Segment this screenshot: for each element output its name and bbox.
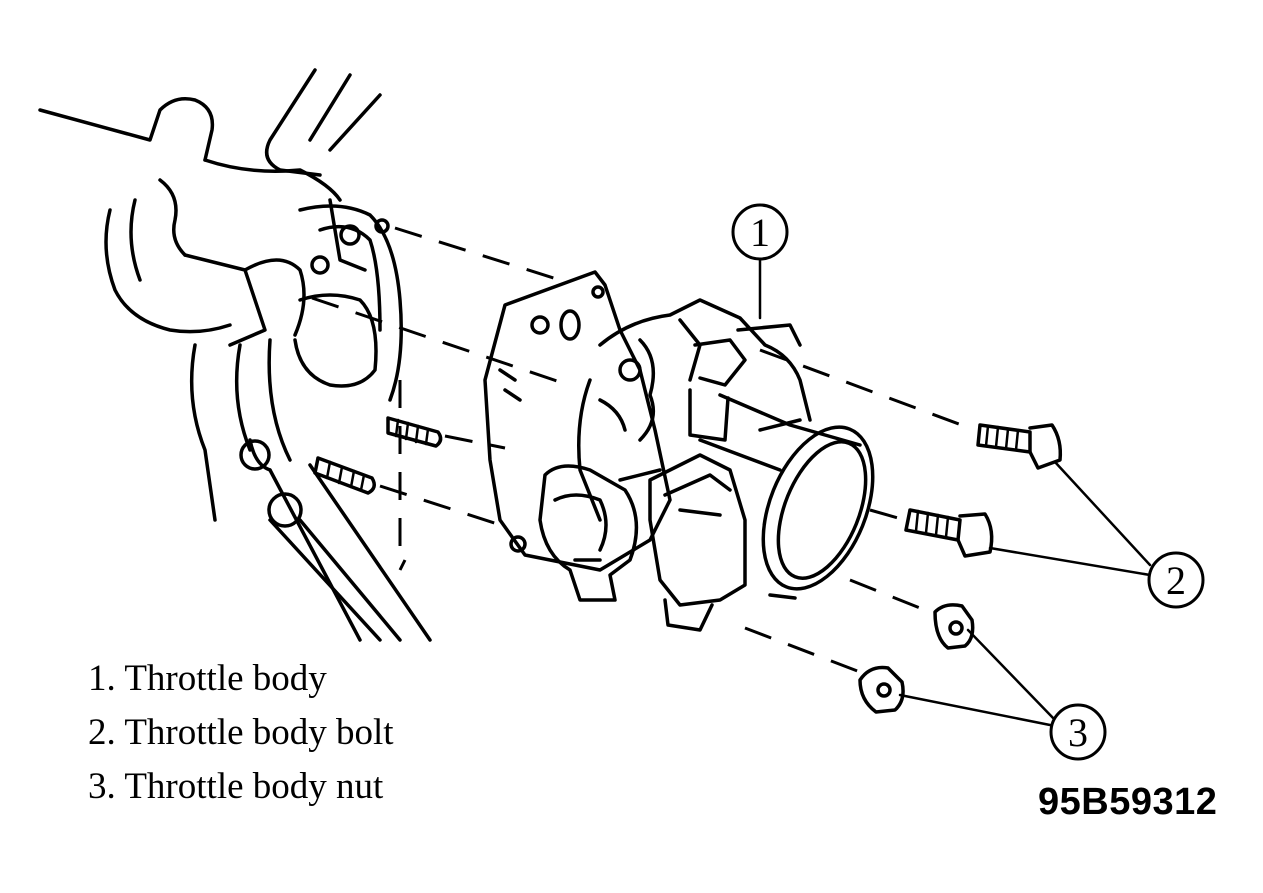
- throttle-body: [540, 300, 894, 630]
- legend-item-throttle-body: 1. Throttle body: [88, 658, 327, 699]
- callout-3-number: 3: [1068, 710, 1088, 755]
- parts-legend: 1. Throttle body 2. Throttle body bolt 3…: [88, 652, 394, 814]
- gasket: [485, 272, 670, 570]
- callout-2: 2: [1149, 553, 1203, 607]
- intake-manifold: [40, 70, 430, 640]
- leader-lines: [760, 258, 1150, 725]
- throttle-body-nuts: [860, 605, 973, 712]
- alignment-lines: [312, 228, 975, 672]
- callout-2-number: 2: [1166, 558, 1186, 603]
- manifold-studs: [315, 418, 441, 493]
- legend-item-throttle-body-nut: 3. Throttle body nut: [88, 766, 384, 807]
- figure-id: 95B59312: [1038, 781, 1218, 823]
- callout-3: 3: [1051, 705, 1105, 759]
- legend-item-throttle-body-bolt: 2. Throttle body bolt: [88, 712, 394, 753]
- callout-1-number: 1: [750, 210, 770, 255]
- callout-1: 1: [733, 205, 787, 259]
- throttle-body-bolts: [906, 425, 1060, 556]
